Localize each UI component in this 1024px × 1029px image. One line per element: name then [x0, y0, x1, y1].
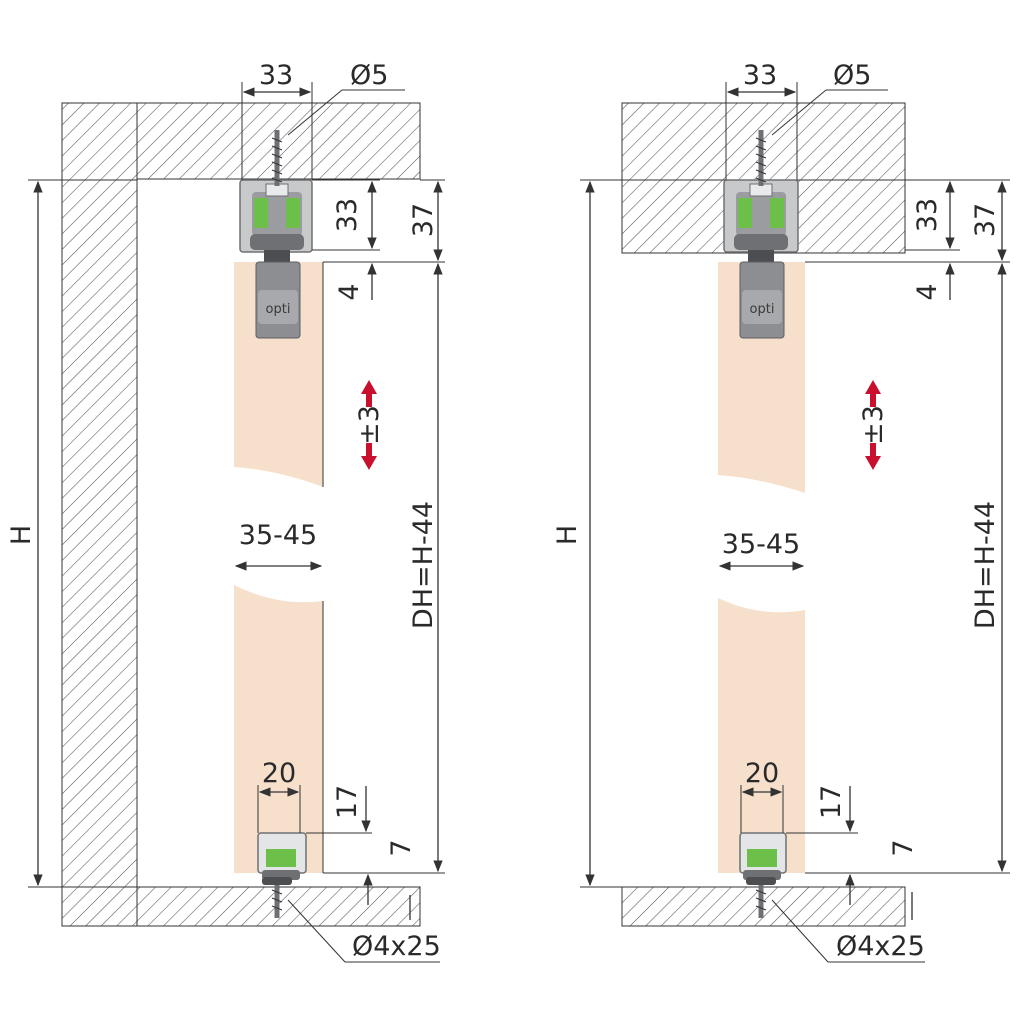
left-door-panel: [234, 262, 323, 873]
left-top-screw: [271, 130, 283, 186]
right-bottom-screw: [746, 877, 776, 918]
right-track-height-label: 33: [912, 198, 943, 232]
right-door-panel: [718, 262, 805, 873]
right-top-screw: [755, 130, 767, 186]
left-guide-height-label: 17: [332, 785, 363, 819]
left-hanger-bracket: opti: [255, 261, 301, 339]
left-door-height-label: DH=H-44: [408, 501, 439, 629]
left-adjust-up-arrow-icon: [361, 380, 377, 407]
left-track-height-label: 33: [332, 198, 363, 232]
right-guide-width-label: 20: [745, 758, 779, 789]
right-door-height-label: DH=H-44: [970, 501, 1001, 629]
left-guide-width-label: 20: [262, 758, 296, 789]
right-assembly: opti ±3 33 Ø5 33: [552, 60, 1010, 963]
left-adjust-down-arrow-icon: [361, 443, 377, 470]
right-screw-top-label: Ø5: [833, 60, 871, 91]
left-gap-top-label: 4: [334, 283, 365, 300]
left-top-width-label: 33: [259, 60, 293, 91]
right-adjust-up-arrow-icon: [865, 380, 881, 407]
left-screw-top-label: Ø5: [350, 60, 388, 91]
left-brand-logo: opti: [266, 302, 291, 317]
left-room-height-label: H: [6, 525, 37, 545]
right-gap-top-label: 4: [912, 283, 943, 300]
left-top-track: [239, 179, 313, 262]
right-top-width-label: 33: [743, 60, 777, 91]
left-bottom-screw: [262, 877, 292, 918]
right-room-height-label: H: [552, 525, 583, 545]
left-adjust-label: ±3: [354, 405, 385, 445]
left-wall: [61, 102, 138, 927]
right-hanger-bracket: opti: [739, 261, 785, 339]
right-screw-bottom-label: Ø4x25: [836, 931, 925, 962]
right-brand-logo: opti: [750, 302, 775, 317]
right-door-thickness-label: 35-45: [722, 529, 800, 560]
left-assembly: opti ±3 33 Ø5 33: [6, 60, 445, 963]
right-guide-height-label: 17: [816, 785, 847, 819]
left-bottom-guide: [257, 832, 307, 880]
left-guide-gap-label: 7: [386, 839, 417, 856]
right-overall-top-label: 37: [970, 203, 1001, 237]
left-screw-bottom-label: Ø4x25: [352, 931, 441, 962]
right-adjust-label: ±3: [858, 405, 889, 445]
right-top-track: [723, 179, 799, 262]
right-adjust-down-arrow-icon: [865, 443, 881, 470]
left-door-thickness-label: 35-45: [239, 520, 317, 551]
right-guide-gap-label: 7: [888, 839, 919, 856]
left-overall-top-label: 37: [408, 203, 439, 237]
right-bottom-guide: [739, 832, 787, 880]
